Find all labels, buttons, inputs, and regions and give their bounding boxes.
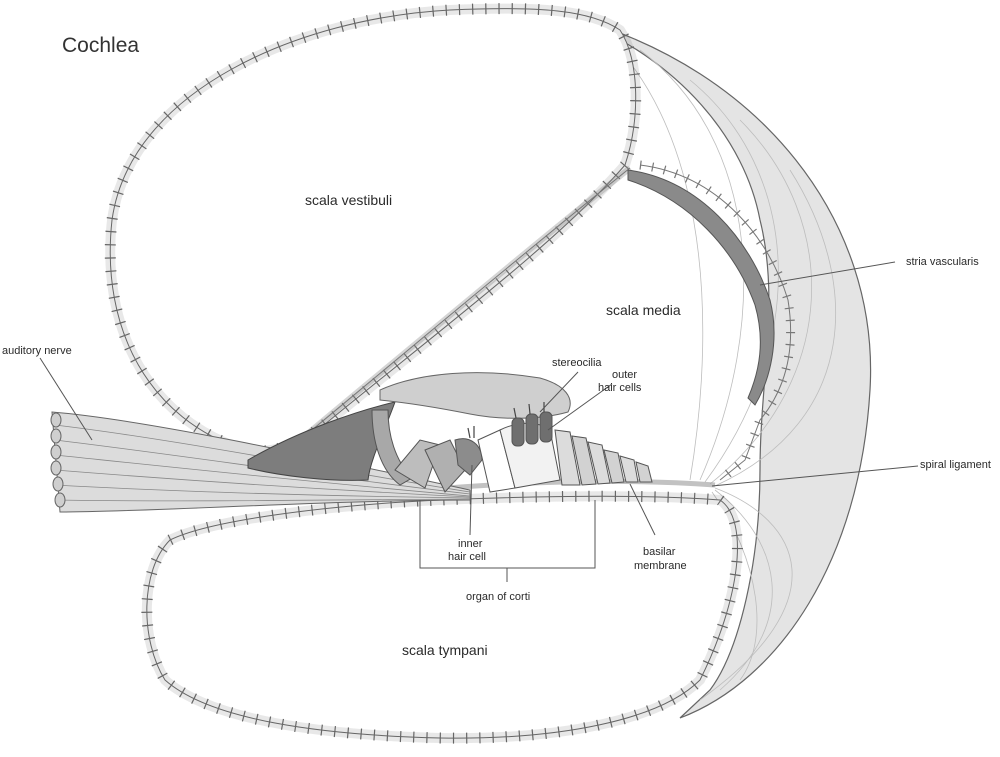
spiral-ligament-shape (574, 17, 872, 719)
stereocilia-tufts (467, 402, 545, 439)
diagram-title: Cochlea (62, 34, 139, 57)
stria-vascularis-shape (627, 169, 775, 406)
stria-outline (639, 164, 792, 481)
organ-of-corti-bracket (419, 500, 596, 582)
leader-lines (39, 261, 919, 536)
label-basilar-membrane-line1: basilar (643, 546, 676, 558)
scala-tympani-wall (141, 491, 743, 744)
label-scala-tympani: scala tympani (402, 642, 488, 658)
label-scala-vestibuli: scala vestibuli (305, 192, 392, 208)
label-scala-media: scala media (606, 302, 681, 318)
label-stereocilia: stereocilia (552, 357, 602, 369)
reissners-membrane-line (299, 167, 631, 441)
label-stria-vascularis: stria vascularis (906, 256, 979, 268)
label-outer-hair-cells-line1: outer (612, 369, 637, 381)
label-organ-of-corti: organ of corti (466, 591, 530, 603)
organ-of-corti-cells (371, 409, 653, 493)
scala-vestibuli-outline (109, 8, 637, 452)
label-inner-hair-cell-line1: inner (458, 538, 483, 550)
label-inner-hair-cell-line2: hair cell (448, 551, 486, 563)
label-auditory-nerve: auditory nerve (2, 345, 72, 357)
tectorial-membrane (379, 372, 571, 419)
label-spiral-ligament: spiral ligament (920, 459, 991, 471)
label-basilar-membrane-line2: membrane (634, 560, 687, 572)
label-outer-hair-cells-line2: hair cells (598, 382, 642, 394)
ligament-fibers (599, 29, 836, 701)
